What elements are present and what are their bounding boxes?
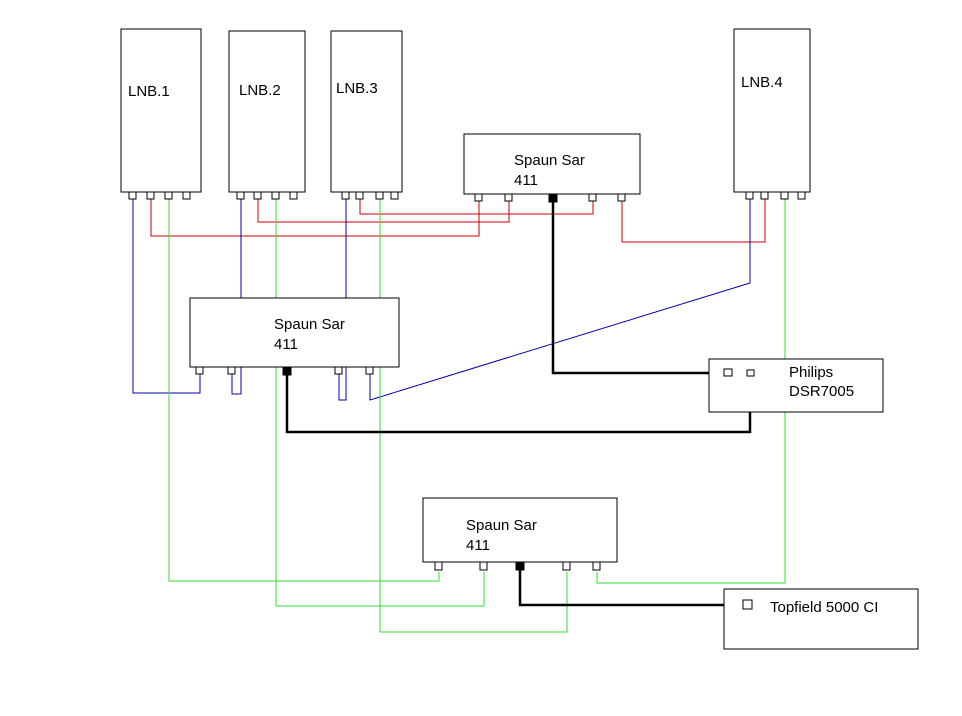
blue-cable-lnb4: [369, 196, 751, 401]
lnb-1-label: LNB.1: [128, 83, 170, 100]
switch-bottom-input-port: [592, 561, 601, 571]
lnb-3-port: [375, 191, 384, 200]
lnb-4-label: LNB.4: [741, 74, 783, 91]
receiver-philips-label-line1: Philips: [789, 364, 833, 381]
red-cable-lnb1: [150, 196, 480, 237]
switch-top: Spaun Sar 411: [463, 133, 641, 203]
switch-middle-input-port: [227, 366, 236, 375]
switch-top-input-port: [617, 193, 626, 202]
switch-top-output-port: [548, 193, 558, 203]
lnb-1-port: [146, 191, 155, 200]
lnb-1: LNB.1: [120, 28, 202, 200]
lnb-3-label: LNB.3: [336, 80, 378, 97]
red-cable-lnb4: [621, 196, 766, 243]
lnb-3: LNB.3: [330, 30, 403, 200]
switch-middle-input-port: [365, 366, 374, 375]
lnb-2-port: [236, 191, 245, 200]
receiver-topfield-label: Topfield 5000 CI: [770, 599, 878, 616]
receiver-topfield: Topfield 5000 CI: [723, 588, 919, 650]
switch-bottom-label-line2: 411: [466, 537, 490, 554]
switch-middle-label-line1: Spaun Sar: [274, 316, 345, 333]
blue-cable-lnb2: [231, 196, 242, 395]
switch-top-input-port: [474, 193, 483, 202]
lnb-2-port: [271, 191, 280, 200]
switch-middle-input-port: [195, 366, 204, 375]
blue-cable-lnb1: [132, 196, 201, 394]
switch-middle-output-port: [282, 366, 292, 376]
lnb-3-port: [390, 191, 399, 200]
lnb-2: LNB.2: [228, 30, 306, 200]
receiver-philips-input-port: [723, 368, 733, 377]
switch-top-input-port: [504, 193, 513, 202]
switch-top-input-port: [588, 193, 597, 202]
switch-bottom-label-line1: Spaun Sar: [466, 517, 537, 534]
lnb-4: LNB.4: [733, 28, 811, 200]
receiver-philips-label-line2: DSR7005: [789, 383, 854, 400]
lnb-1-body: [120, 28, 202, 193]
receiver-topfield-body: [723, 588, 919, 650]
lnb-2-body: [228, 30, 306, 193]
green-cable-lnb1: [168, 196, 440, 582]
red-cable-lnb3: [359, 196, 594, 215]
switch-top-body: [463, 133, 641, 195]
switch-bottom-input-port: [434, 561, 443, 571]
lnb-4-port: [745, 191, 754, 200]
receiver-philips: Philips DSR7005: [708, 358, 884, 413]
lnb-4-port: [780, 191, 789, 200]
green-cable-lnb3: [379, 196, 568, 633]
lnb-1-port: [128, 191, 137, 200]
middle-switch-to-philips-cable: [285, 372, 752, 434]
top-switch-to-philips-cable: [551, 198, 728, 375]
switch-bottom-input-port: [479, 561, 488, 571]
red-cable-lnb2: [257, 196, 510, 223]
lnb-1-port: [164, 191, 173, 200]
lnb-2-label: LNB.2: [239, 82, 281, 99]
lnb-4-port: [760, 191, 769, 200]
switch-middle: Spaun Sar 411: [189, 297, 400, 376]
receiver-topfield-input-port: [742, 599, 753, 610]
lnb-1-port: [182, 191, 191, 200]
lnb-4-body: [733, 28, 811, 193]
switch-top-label-line1: Spaun Sar: [514, 152, 585, 169]
green-cables: [168, 196, 786, 633]
lnb-3-body: [330, 30, 403, 193]
lnb-4-port: [797, 191, 806, 200]
switch-middle-input-port: [334, 366, 343, 375]
receiver-philips-input-port: [746, 369, 755, 377]
red-cables: [150, 196, 766, 243]
switch-bottom-input-port: [562, 561, 571, 571]
lnb-2-port: [253, 191, 262, 200]
receiver-philips-body: [708, 358, 884, 413]
switch-middle-body: [189, 297, 400, 368]
switch-bottom: Spaun Sar 411: [422, 497, 618, 571]
switch-middle-label-line2: 411: [274, 336, 298, 353]
lnb-2-port: [289, 191, 298, 200]
lnb-3-port: [355, 191, 364, 200]
bottom-switch-to-topfield-cable: [518, 568, 747, 607]
switch-bottom-output-port: [515, 561, 525, 571]
lnb-3-port: [341, 191, 350, 200]
switch-top-label-line2: 411: [514, 172, 538, 189]
